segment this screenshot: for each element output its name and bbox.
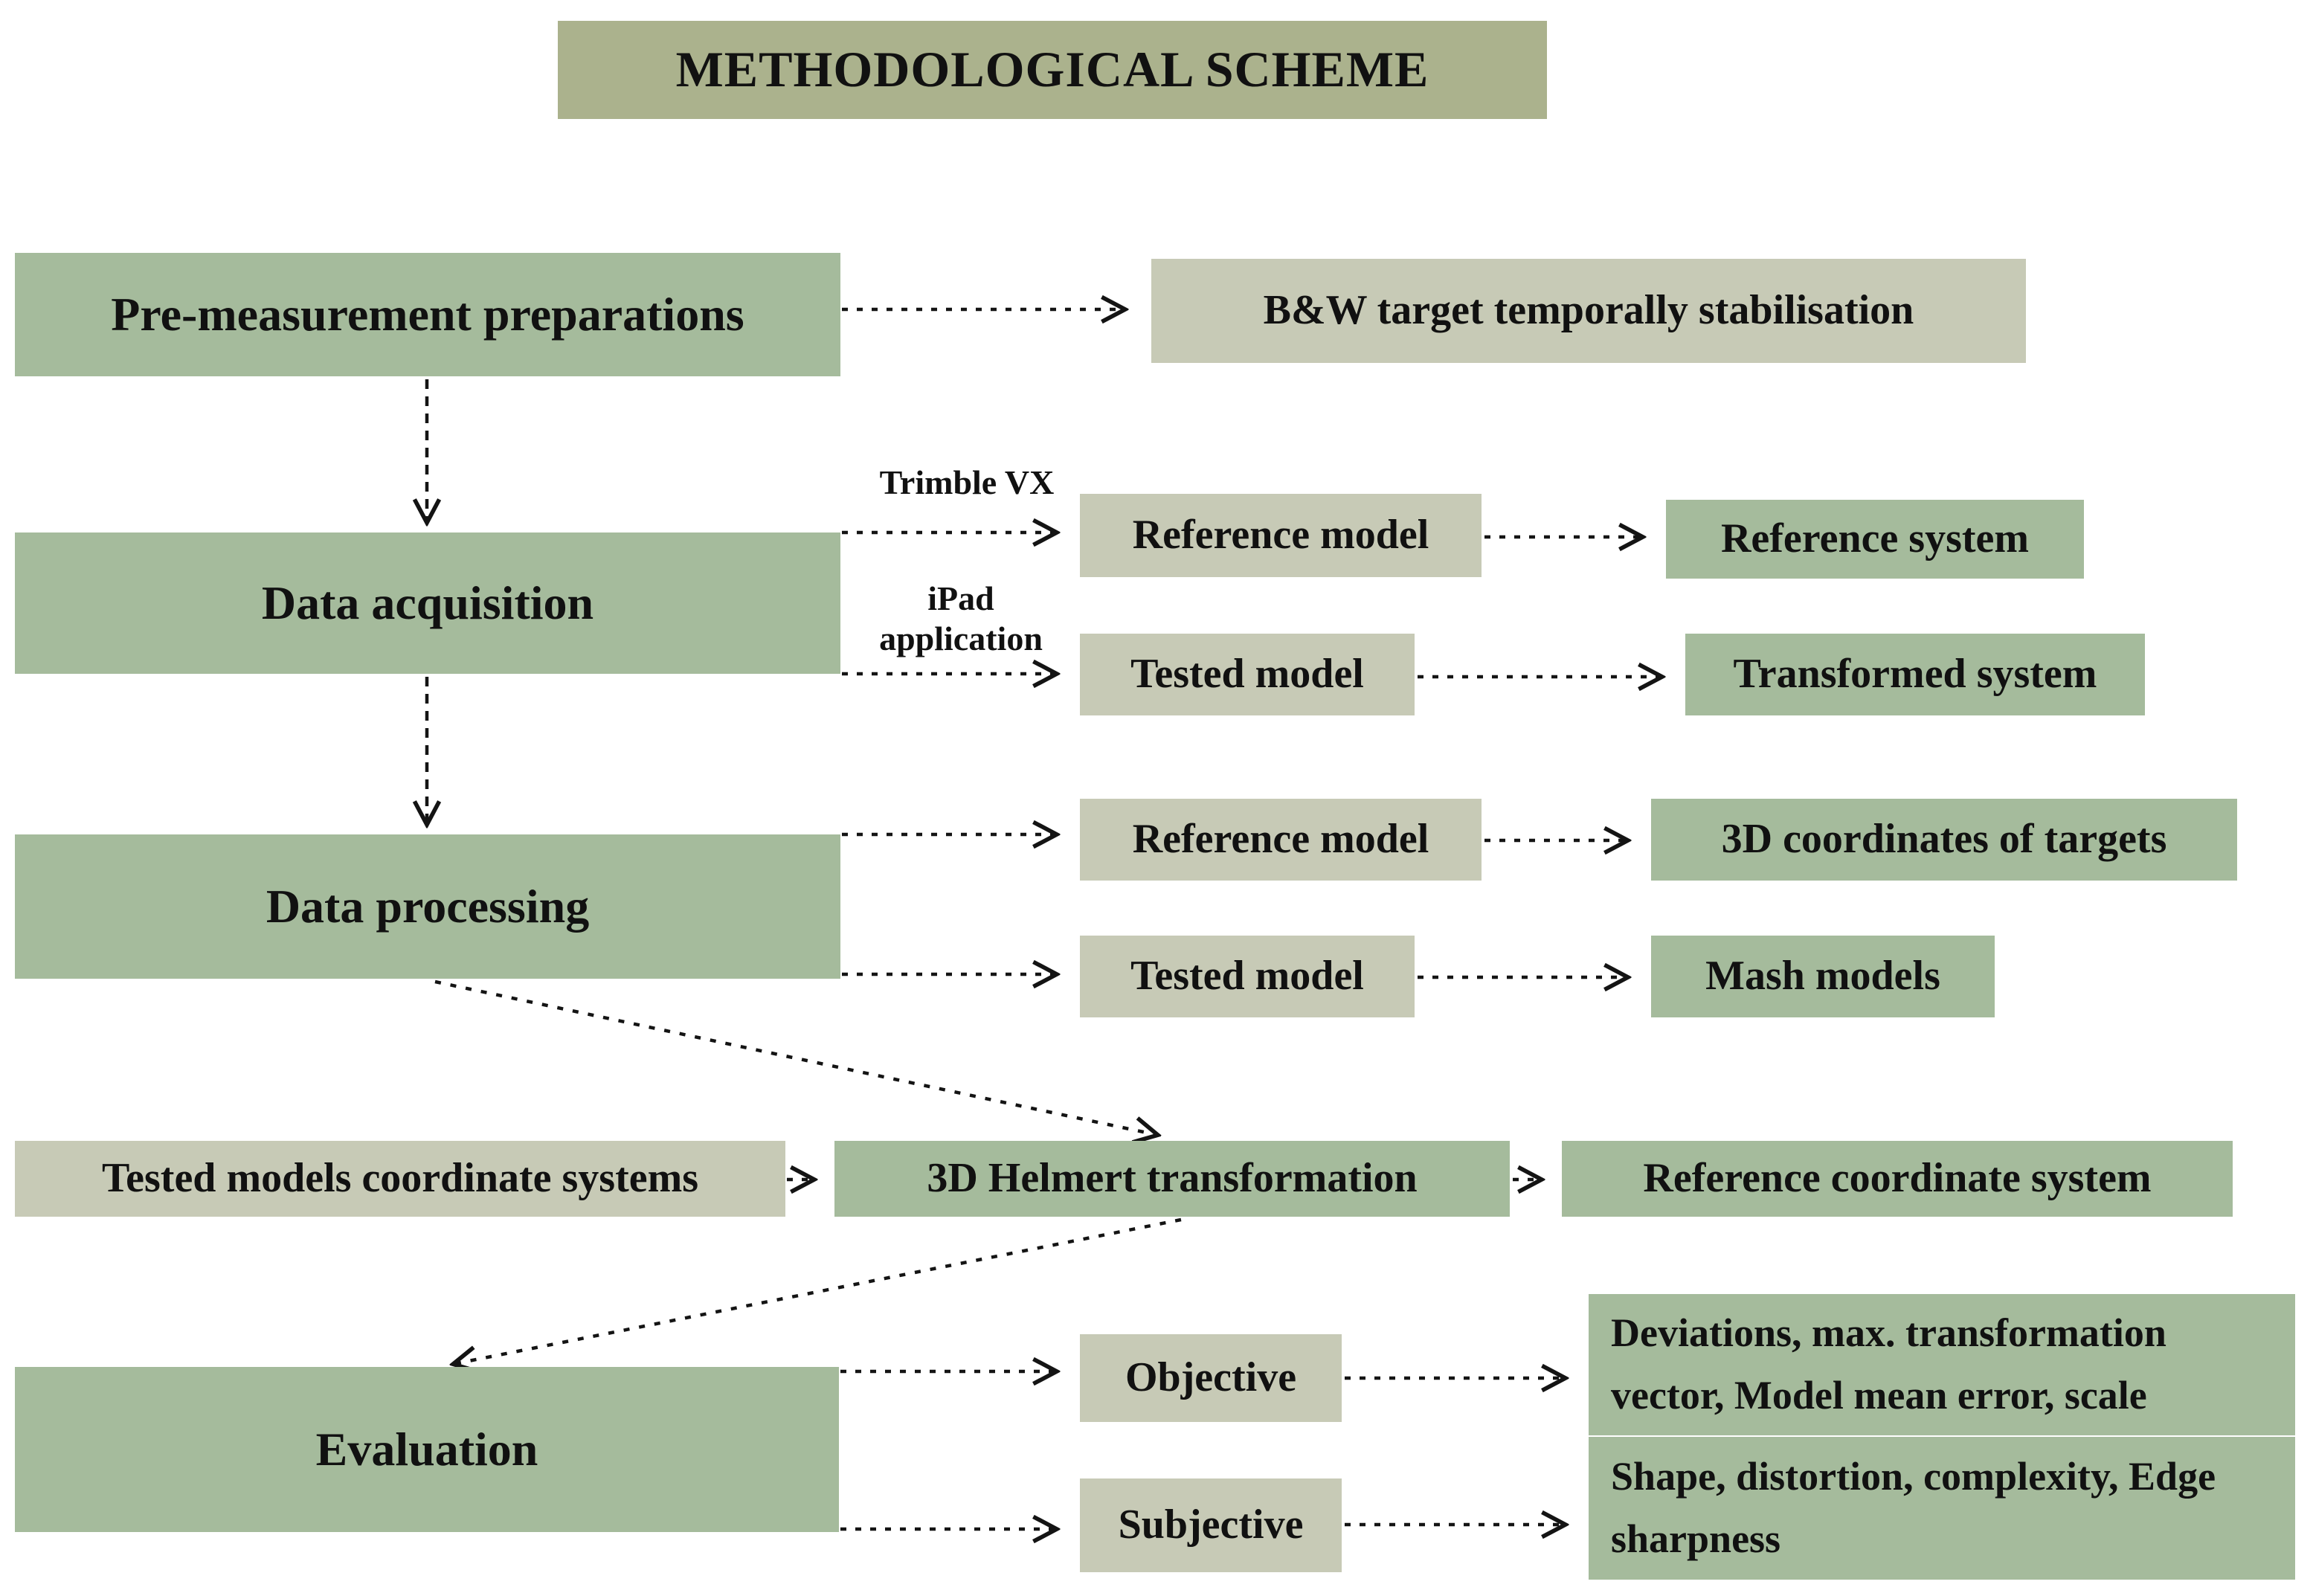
node-reference-model-2: Reference model bbox=[1080, 799, 1482, 881]
arrow-helmert-to-evaluation-diagonal bbox=[454, 1217, 1182, 1364]
node-data-acquisition: Data acquisition bbox=[15, 532, 840, 674]
node-reference-coordinate-system: Reference coordinate system bbox=[1562, 1141, 2233, 1217]
node-3d-helmert-transformation: 3D Helmert transformation bbox=[834, 1141, 1510, 1217]
node-tested-model-1: Tested model bbox=[1080, 634, 1415, 715]
node-deviations-criteria: Deviations, max. transformation vector, … bbox=[1589, 1294, 2295, 1435]
node-pre-measurement-preparations: Pre-measurement preparations bbox=[15, 253, 840, 376]
node-evaluation: Evaluation bbox=[15, 1367, 839, 1532]
node-shape-criteria: Shape, distortion, complexity, Edge shar… bbox=[1589, 1437, 2295, 1580]
node-transformed-system: Transformed system bbox=[1685, 634, 2145, 715]
node-tested-model-2: Tested model bbox=[1080, 936, 1415, 1017]
edge-label-trimble-vx: Trimble VX bbox=[879, 463, 1055, 501]
node-reference-model-1: Reference model bbox=[1080, 494, 1482, 577]
node-3d-coordinates-of-targets: 3D coordinates of targets bbox=[1651, 799, 2237, 881]
node-bw-target-stabilisation: B&W target temporally stabilisation bbox=[1151, 259, 2026, 363]
node-mash-models: Mash models bbox=[1651, 936, 1995, 1017]
diagram-title: METHODOLOGICAL SCHEME bbox=[558, 21, 1547, 119]
arrow-dataprocessing-to-helmert-diagonal bbox=[434, 979, 1157, 1135]
node-reference-system: Reference system bbox=[1666, 500, 2084, 579]
edge-label-ipad-application: iPad application bbox=[879, 579, 1043, 658]
node-objective: Objective bbox=[1080, 1334, 1342, 1422]
node-subjective: Subjective bbox=[1080, 1478, 1342, 1572]
node-data-processing: Data processing bbox=[15, 834, 840, 979]
node-tested-models-coordinate-systems: Tested models coordinate systems bbox=[15, 1141, 785, 1217]
